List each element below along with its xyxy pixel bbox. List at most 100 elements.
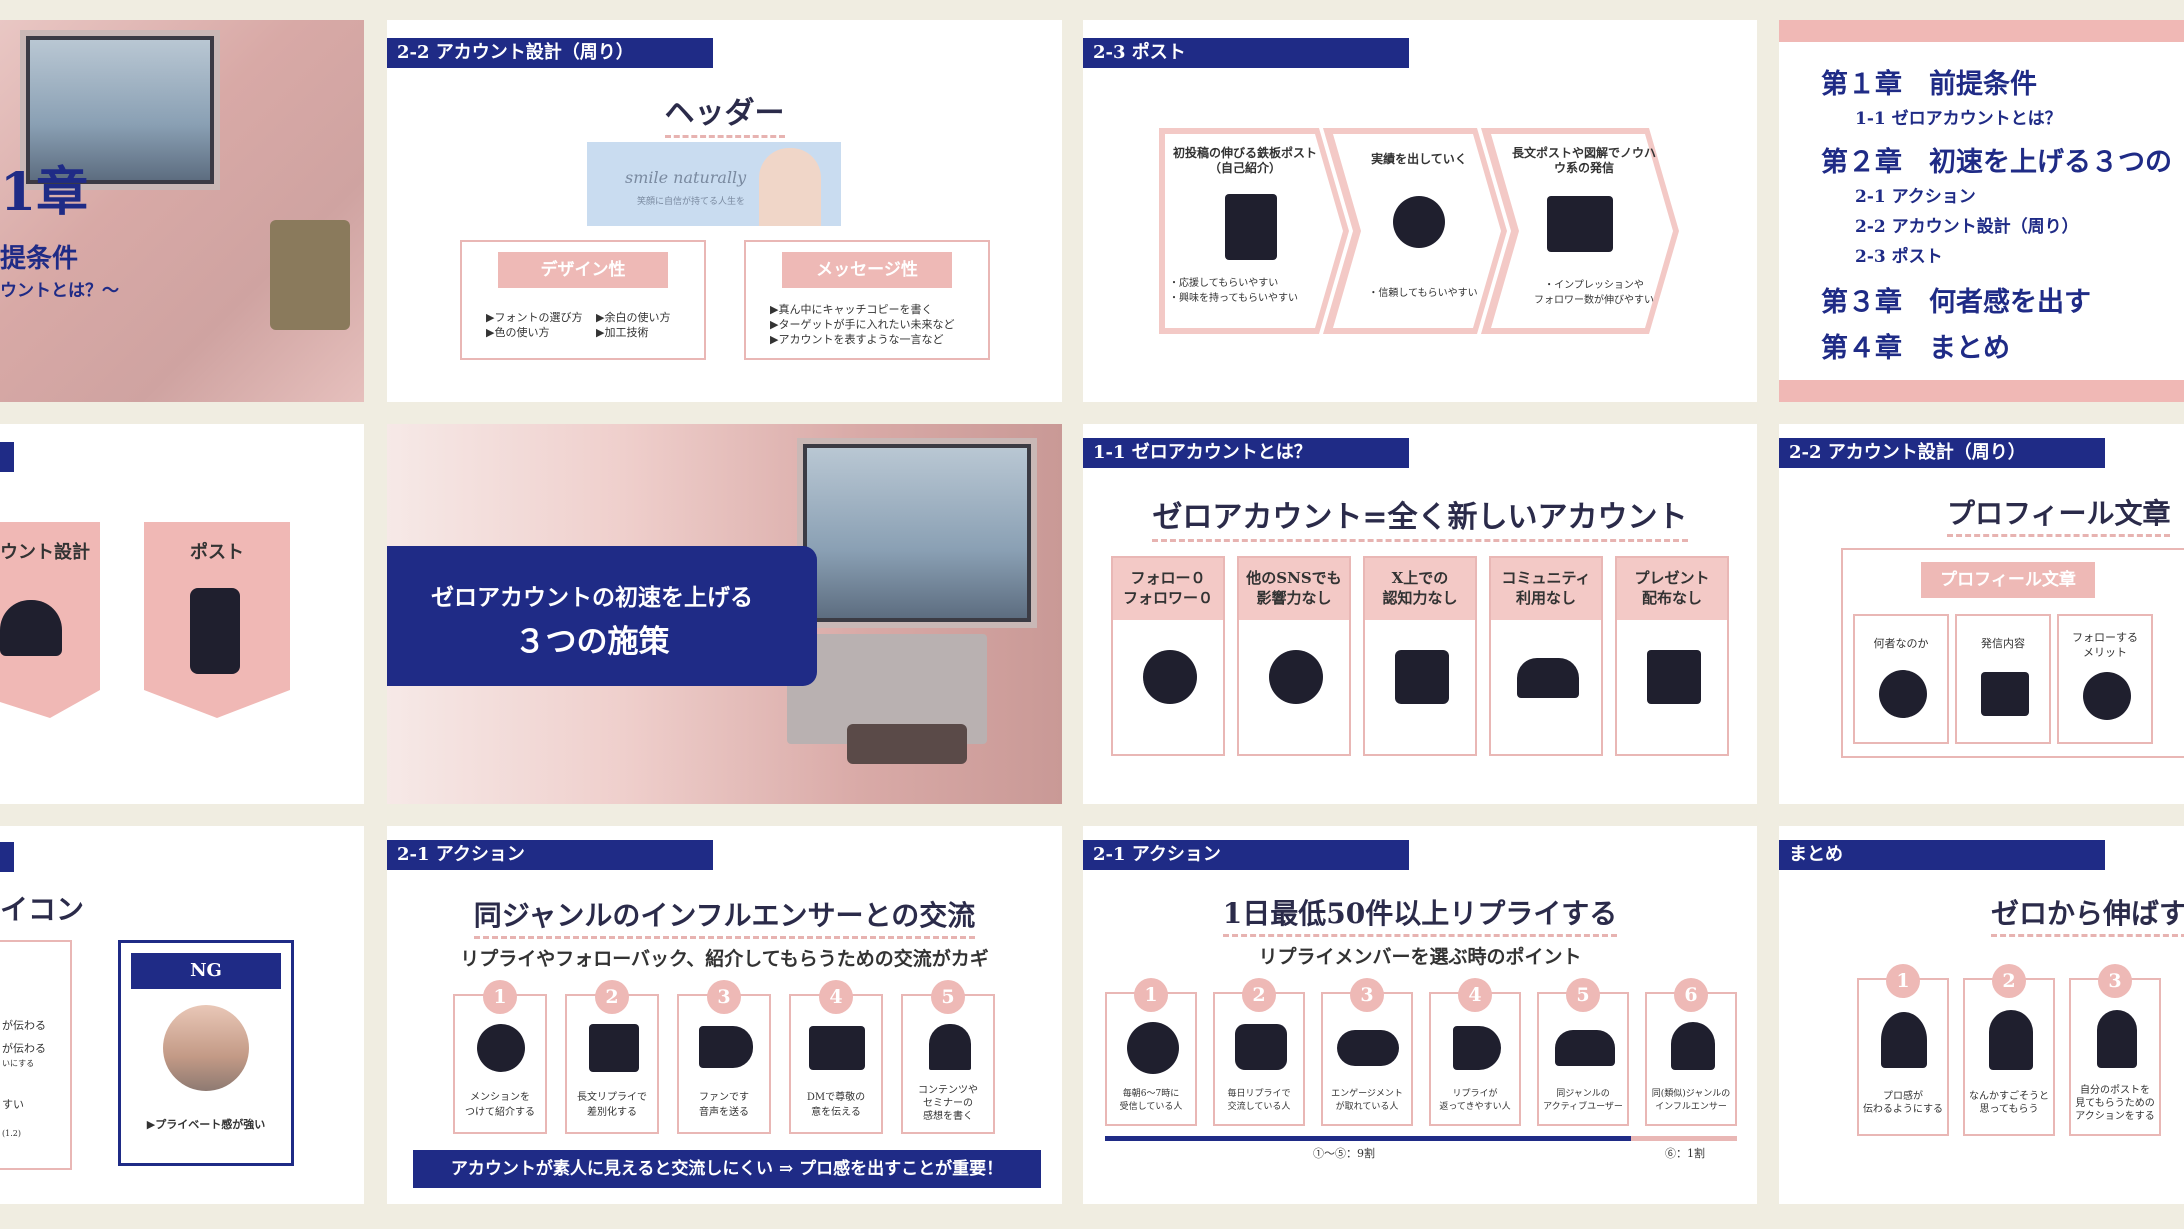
- chapter-subtitle: ウントとは？〜: [0, 281, 119, 301]
- slide-heading: 1日最低50件以上リプライする: [1083, 892, 1757, 937]
- col-sns: 他のSNSでも影響力なし: [1237, 556, 1351, 756]
- hero-icon: [1989, 1010, 2033, 1070]
- portrait-icon: [1395, 650, 1449, 704]
- pen-icon: [929, 1024, 971, 1070]
- pennant-post-label: ポスト: [190, 542, 244, 563]
- beach-photo: [163, 1005, 249, 1091]
- slide-heading: ゼロから伸ばす: [1991, 892, 2184, 937]
- document-icon: [1225, 194, 1277, 260]
- toc-ch1[interactable]: 第１章 前提条件: [1821, 69, 2037, 100]
- slide-influencer-exchange[interactable]: 2-1 アクション 同ジャンルのインフルエンサーとの交流 リプライやフォローバッ…: [387, 826, 1062, 1204]
- toc-ch1-1[interactable]: 1-1 ゼロアカウントとは？: [1855, 109, 2062, 129]
- add-user-icon: [1143, 650, 1197, 704]
- monitor-image: [797, 438, 1037, 628]
- heart-mail-icon: [809, 1026, 865, 1070]
- slide-label: 1-1 ゼロアカウントとは？: [1083, 438, 1409, 468]
- chapter-number: 1章: [0, 162, 89, 223]
- toc-ch2[interactable]: 第２章 初速を上げる３つの: [1821, 147, 2172, 178]
- toc-top-band: [1779, 20, 2184, 42]
- slide-label: [0, 842, 14, 872]
- slide-header-design[interactable]: 2-2 アカウント設計（周り） ヘッダー smile naturally 笑顔に…: [387, 20, 1062, 402]
- monitor-image: [20, 30, 220, 190]
- gift-icon: [1647, 650, 1701, 704]
- design-box: デザイン性 ▶フォントの選び方▶色の使い方 ▶余白の使い方▶加工技術: [460, 240, 706, 360]
- clock-icon: [1127, 1022, 1179, 1074]
- toc-ch3[interactable]: 第３章 何者感を出す: [1821, 287, 2091, 318]
- profile-col-content: 発信内容: [1955, 614, 2051, 744]
- slide-label: 2-1 アクション: [387, 840, 713, 870]
- ratio-bar-major: [1105, 1136, 1631, 1141]
- slide-heading: プロフィール文章: [1947, 492, 2171, 537]
- handshake-icon: [1337, 1030, 1399, 1066]
- slide-subheading: リプライメンバーを選ぶ時のポイント: [1258, 946, 1582, 968]
- slide-heading: イコン: [0, 893, 85, 926]
- person-idea-icon: [2097, 1010, 2137, 1068]
- slide-icon-ng[interactable]: イコン が伝わるが伝わるいにするすい(1.2) NG ▶プライベート感が強い: [0, 826, 364, 1204]
- book-icon: [1547, 196, 1613, 252]
- step1-title: 初投稿の伸びる鉄板ポスト（自己紹介）: [1172, 146, 1317, 175]
- mouse-pad: [847, 724, 967, 764]
- speaker-icon: [1269, 650, 1323, 704]
- user-info-icon: [1879, 670, 1927, 718]
- slide-label: 2-3 ポスト: [1083, 38, 1409, 68]
- step3-note: ・インプレッションやフォロワー数が伸びやすい: [1534, 280, 1654, 306]
- title-line1: ゼロアカウントの初速を上げる: [431, 584, 753, 611]
- slide-subheading: リプライやフォローバック、紹介してもらうための交流がカギ: [460, 948, 989, 970]
- profile-col-who: 何者なのか: [1853, 614, 1949, 744]
- slide-profile-text[interactable]: 2-2 アカウント設計（周り） プロフィール文章 プロフィール文章 何者なのか …: [1779, 424, 2184, 804]
- header-banner-image: smile naturally 笑顔に自信が持てる人生を: [587, 142, 841, 226]
- title-line2: ３つの施策: [514, 624, 670, 660]
- ratio-label-minor: ⑥：1割: [1665, 1147, 1705, 1160]
- desk-plant: [270, 220, 350, 330]
- ratio-bar-minor: [1631, 1136, 1737, 1141]
- step1-note: ・応援してもらいやすい・興味を持ってもらいやすい: [1169, 278, 1298, 304]
- ng-badge: NG: [131, 953, 281, 989]
- slide-post-flow[interactable]: 2-3 ポスト 初投稿の伸びる鉄板ポスト（自己紹介） ・応援してもらいやすい・興…: [1083, 20, 1757, 402]
- toc-ch2-3[interactable]: 2-3 ポスト: [1855, 247, 1943, 267]
- ng-caption: ▶プライベート感が強い: [146, 1118, 266, 1131]
- slide-heading: ヘッダー: [387, 88, 1062, 138]
- slide-table-of-contents[interactable]: 第１章 前提条件 1-1 ゼロアカウントとは？ 第２章 初速を上げる３つの 2-…: [1779, 20, 2184, 402]
- message-icon: [589, 1024, 639, 1072]
- toc-ch2-1[interactable]: 2-1 アクション: [1855, 187, 1976, 207]
- slide-label: まとめ: [1779, 840, 2105, 870]
- slide-heading: 同ジャンルのインフルエンサーとの交流: [387, 894, 1062, 939]
- ratio-label-major: ①〜⑤：9割: [1313, 1147, 1375, 1160]
- slide-chapter1-cover[interactable]: 1章 提条件 ウントとは？〜: [0, 20, 364, 402]
- slide-label: 2-1 アクション: [1083, 840, 1409, 870]
- star-badge-icon: [2083, 672, 2131, 720]
- megaphone-icon: [699, 1026, 753, 1068]
- chapter-title: 提条件: [0, 244, 79, 274]
- slide-strategy-pennants[interactable]: ウント設計 ポスト: [0, 424, 364, 804]
- influencer-icon: [1671, 1022, 1715, 1070]
- toc-ch2-2[interactable]: 2-2 アカウント設計（周り）: [1855, 217, 2079, 237]
- slide-label: 2-2 アカウント設計（周り）: [387, 38, 713, 68]
- community-icon: [1517, 658, 1579, 698]
- slide-label: 2-2 アカウント設計（周り）: [1779, 438, 2105, 468]
- ok-card: が伝わるが伝わるいにするすい(1.2): [0, 940, 72, 1170]
- step2-title: 実績を出していく: [1371, 152, 1467, 166]
- chat-icon: [1235, 1024, 1287, 1070]
- smartphone-icon: [190, 588, 240, 674]
- message-box: メッセージ性 ▶真ん中にキャッチコピーを書く▶ターゲットが手に入れたい未来など▶…: [744, 240, 990, 360]
- list-icon: [1981, 672, 2029, 716]
- slide-daily-replies[interactable]: 2-1 アクション 1日最低50件以上リプライする リプライメンバーを選ぶ時のポ…: [1083, 826, 1757, 1204]
- slide-label: [0, 442, 14, 472]
- toc-ch4[interactable]: 第４章 まとめ: [1821, 333, 2010, 364]
- slide-title-cover[interactable]: ゼロアカウントの初速を上げる ３つの施策: [387, 424, 1062, 804]
